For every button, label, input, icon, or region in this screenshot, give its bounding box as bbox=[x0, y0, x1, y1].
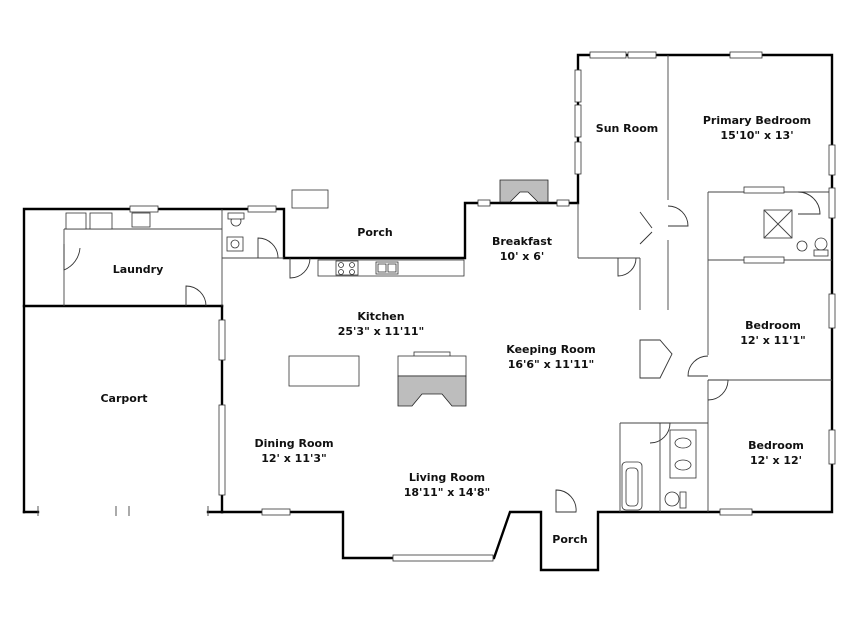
room-dimensions: 12' x 12' bbox=[749, 454, 803, 467]
room-label-sun-room: Sun Room bbox=[596, 121, 658, 136]
room-name: Bedroom bbox=[748, 439, 804, 452]
room-name: Living Room bbox=[408, 471, 486, 484]
room-name: Primary Bedroom bbox=[702, 114, 812, 127]
room-label-bedroom-3: Bedroom 12' x 12' bbox=[748, 438, 804, 468]
room-name: Bedroom bbox=[745, 319, 801, 332]
room-name: Kitchen bbox=[357, 310, 405, 323]
room-name: Laundry bbox=[112, 263, 164, 276]
room-label-keeping-room: Keeping Room 16'6" x 11'11" bbox=[506, 342, 595, 372]
carport-posts bbox=[37, 506, 209, 516]
room-dimensions: 10' x 6' bbox=[499, 250, 545, 263]
doors bbox=[63, 191, 821, 513]
room-name: Porch bbox=[552, 533, 588, 546]
bath-fixtures bbox=[621, 209, 829, 511]
room-label-laundry: Laundry bbox=[113, 262, 164, 277]
room-name: Carport bbox=[100, 392, 148, 405]
room-label-porch-bottom: Porch bbox=[552, 532, 587, 547]
room-dimensions: 12' x 11'3" bbox=[261, 452, 327, 465]
room-label-bedroom-2: Bedroom 12' x 11'1" bbox=[740, 318, 806, 348]
room-label-carport: Carport bbox=[100, 391, 147, 406]
room-dimensions: 12' x 11'1" bbox=[740, 334, 806, 347]
room-name: Porch bbox=[357, 226, 393, 239]
fixtures bbox=[65, 189, 465, 387]
room-dimensions: 18'11" x 14'8" bbox=[403, 486, 491, 499]
interior-walls bbox=[63, 55, 832, 512]
room-label-living-room: Living Room 18'11" x 14'8" bbox=[404, 470, 491, 500]
windows bbox=[129, 51, 836, 562]
room-label-primary-bedroom: Primary Bedroom 15'10" x 13' bbox=[703, 113, 811, 143]
room-name: Breakfast bbox=[491, 235, 553, 248]
room-dimensions: 16'6" x 11'11" bbox=[507, 358, 595, 371]
fireplaces bbox=[397, 179, 549, 407]
room-label-porch-top: Porch bbox=[357, 225, 392, 240]
room-dimensions: 25'3" x 11'11" bbox=[337, 325, 425, 338]
room-label-dining-room: Dining Room 12' x 11'3" bbox=[254, 436, 333, 466]
room-dimensions: 15'10" x 13' bbox=[720, 129, 794, 142]
room-name: Dining Room bbox=[254, 437, 334, 450]
room-name: Sun Room bbox=[595, 122, 659, 135]
room-label-kitchen: Kitchen 25'3" x 11'11" bbox=[338, 309, 425, 339]
room-label-breakfast: Breakfast 10' x 6' bbox=[492, 234, 552, 264]
room-name: Keeping Room bbox=[506, 343, 596, 356]
